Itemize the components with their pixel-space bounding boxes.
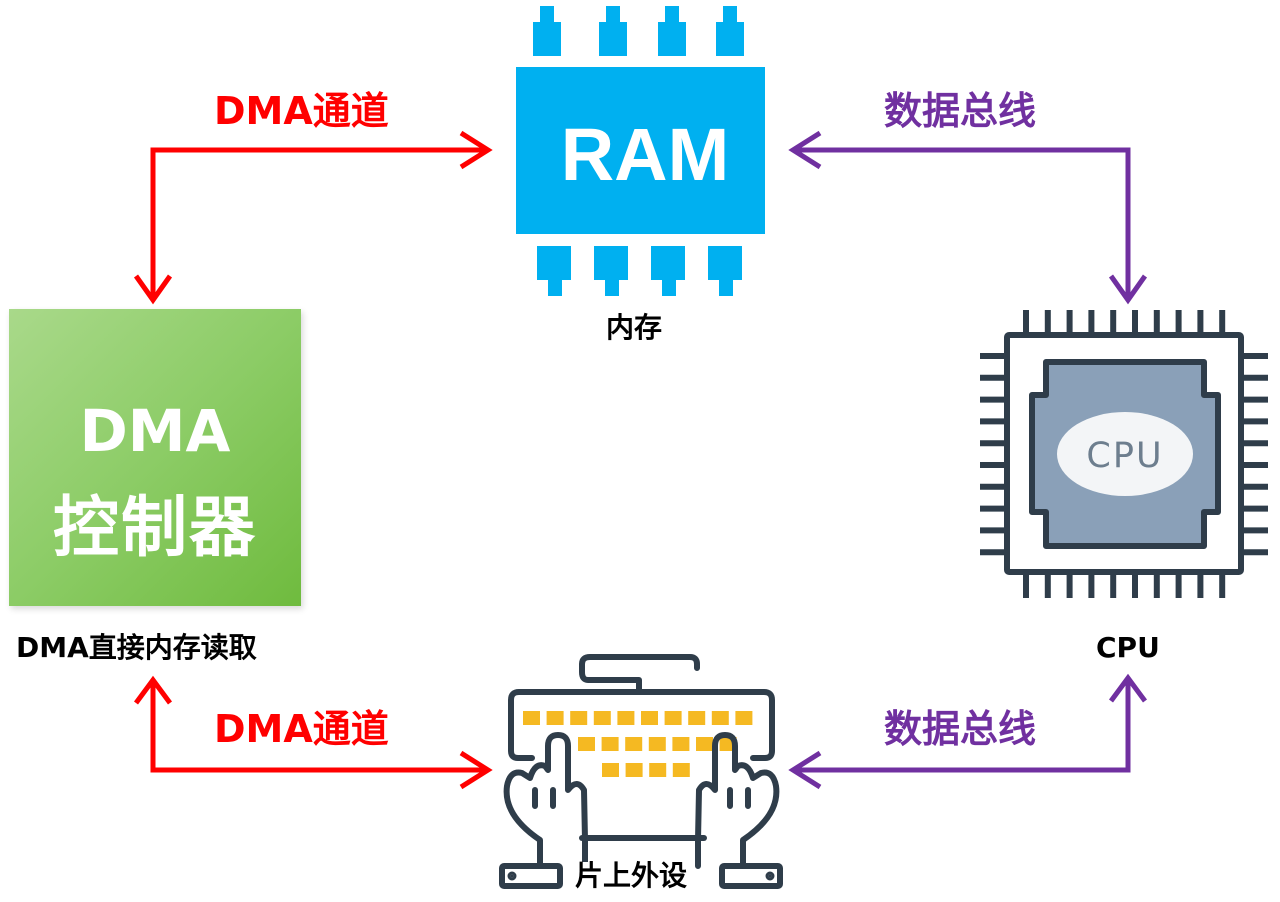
edge-top-right: [788, 130, 1148, 305]
edge-label-dma-channel-top: DMA通道: [214, 89, 389, 133]
edge-label-data-bus-top: 数据总线: [884, 89, 1037, 133]
edge-bottom-left: [133, 675, 493, 790]
edge-label-data-bus-bottom: 数据总线: [884, 707, 1037, 751]
cpu-chip-icon: CPU: [980, 310, 1268, 598]
ram-chip-text: RAM: [561, 113, 730, 196]
dma-box-subtitle: 控制器: [53, 489, 257, 566]
ram-chip-icon: RAM: [516, 6, 765, 296]
edge-label-dma-channel-bottom: DMA通道: [214, 707, 389, 751]
peripheral-label: 片上外设: [573, 859, 690, 892]
dma-label: DMA直接内存读取: [16, 631, 257, 664]
dma-controller-box: DMA 控制器: [9, 309, 301, 606]
dma-box-title: DMA: [79, 397, 231, 465]
cpu-label: CPU: [1096, 631, 1160, 664]
cpu-chip-text: CPU: [1086, 436, 1163, 476]
keyboard-hands-icon: [499, 654, 783, 889]
ram-label: 内存: [606, 311, 663, 344]
edge-top-left: [133, 130, 493, 305]
edge-bottom-right: [788, 673, 1148, 790]
